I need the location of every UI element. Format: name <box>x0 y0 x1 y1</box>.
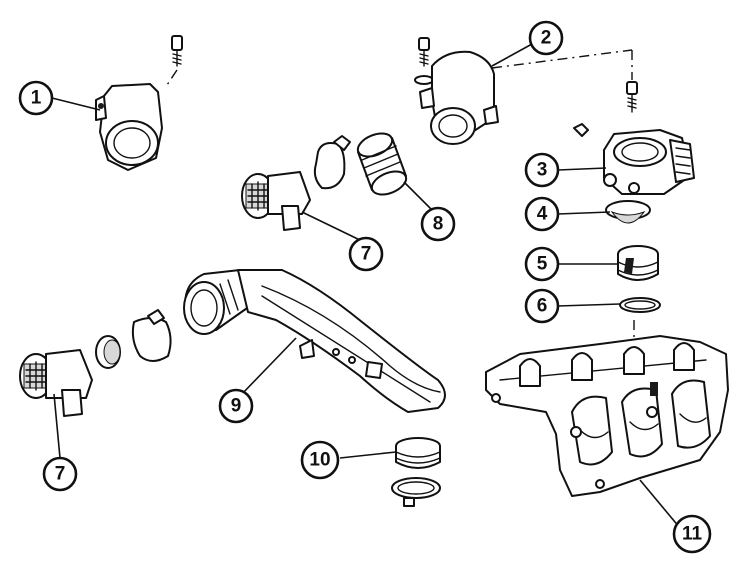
part-throttle-body <box>573 123 695 195</box>
part-screen-ring-lower <box>95 335 121 369</box>
callout-3: 3 <box>524 152 560 188</box>
callout-8: 8 <box>420 206 456 242</box>
svg-text:10: 10 <box>309 450 330 471</box>
svg-text:1: 1 <box>31 88 42 109</box>
svg-text:2: 2 <box>541 28 552 49</box>
part-bellows-coupling <box>617 245 659 281</box>
part-clamp-lower <box>131 309 172 362</box>
svg-text:3: 3 <box>537 160 548 181</box>
svg-text:7: 7 <box>55 464 66 485</box>
part-maf-sensor-upper <box>241 171 311 231</box>
part-intake-elbow <box>95 35 183 171</box>
callout-10: 10 <box>300 440 340 480</box>
callout-6: 6 <box>524 288 560 324</box>
callout-5: 5 <box>524 246 560 282</box>
svg-text:7: 7 <box>361 244 372 265</box>
svg-text:5: 5 <box>537 254 548 275</box>
part-o-ring <box>619 297 661 313</box>
part-intake-manifold <box>485 320 729 497</box>
callout-badges: 1 2 3 4 5 6 7 8 <box>18 20 712 554</box>
svg-text:9: 9 <box>231 396 242 417</box>
callout-7-upper: 7 <box>348 236 384 272</box>
svg-text:8: 8 <box>433 214 444 235</box>
part-maf-sensor-lower <box>19 349 93 417</box>
callout-11: 11 <box>672 514 712 554</box>
part-intake-duct <box>183 269 446 413</box>
leader-lines <box>51 43 681 529</box>
callout-7-lower: 7 <box>42 456 78 492</box>
part-hose-lower <box>391 437 441 507</box>
svg-text:4: 4 <box>537 204 548 225</box>
callout-9: 9 <box>218 388 254 424</box>
svg-text:6: 6 <box>537 296 548 317</box>
part-cover <box>414 37 638 145</box>
part-hose-upper <box>313 132 408 196</box>
callout-2: 2 <box>528 20 564 56</box>
callout-4: 4 <box>524 196 560 232</box>
svg-text:11: 11 <box>682 524 703 545</box>
part-screen-filter <box>605 200 651 224</box>
callout-1: 1 <box>18 80 54 116</box>
